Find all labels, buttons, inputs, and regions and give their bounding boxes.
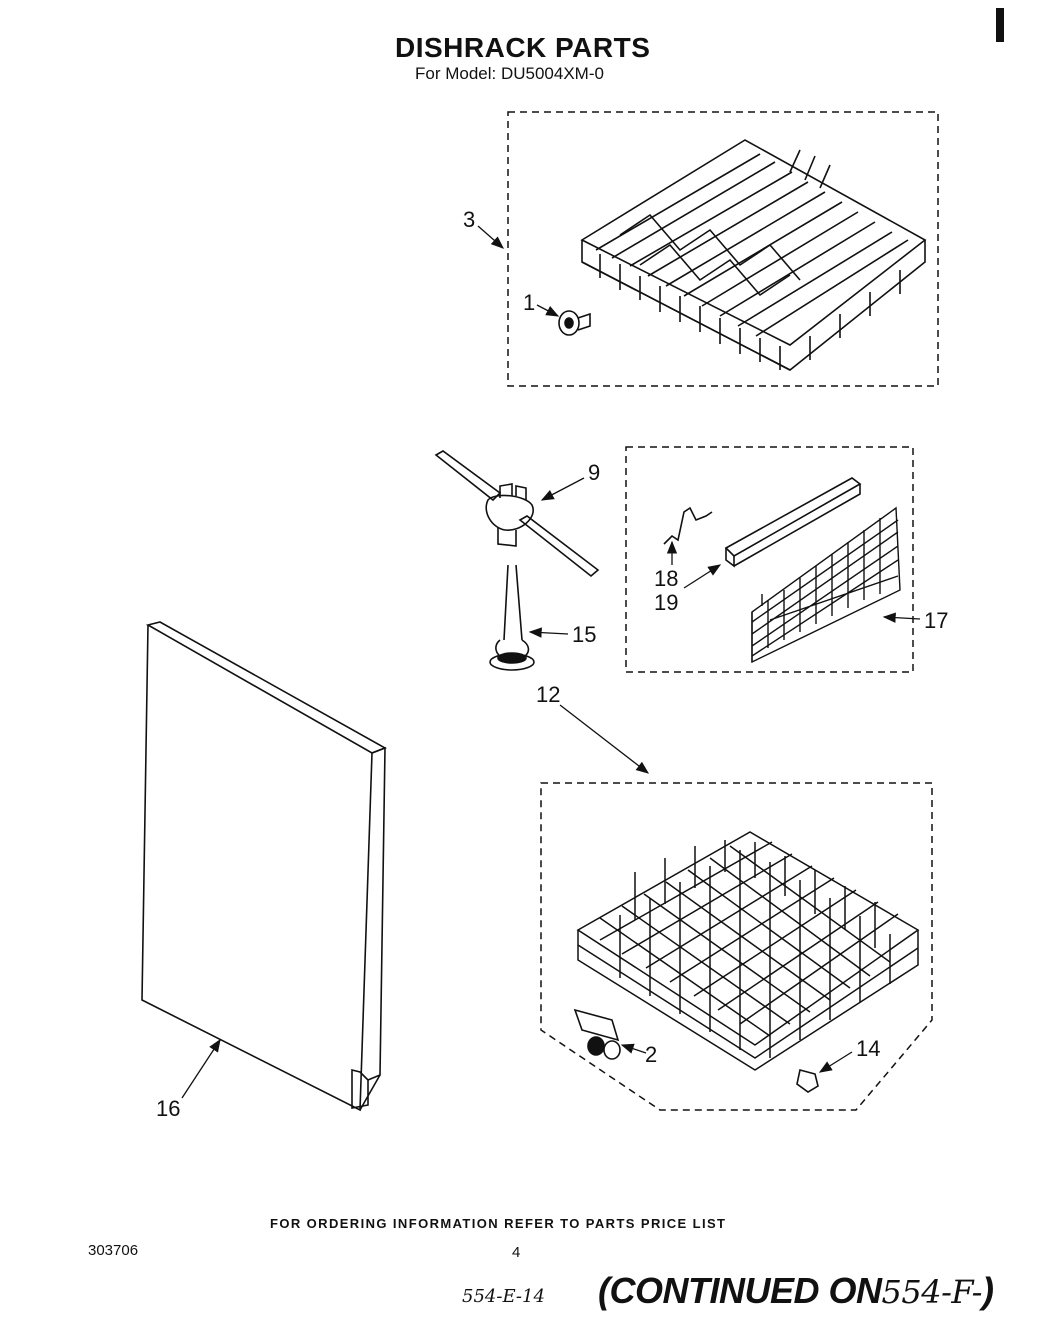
corner-mark — [996, 8, 1004, 42]
page-number: 4 — [512, 1244, 521, 1261]
lower-rack-roller-part-2 — [573, 1008, 621, 1060]
callout-14-leader — [818, 1051, 853, 1073]
spray-arm-hub — [485, 494, 534, 531]
callout-3-leader — [477, 225, 504, 249]
handwritten-note: 554-E-14 — [462, 1286, 545, 1307]
callout-label-18: 18 — [654, 566, 679, 591]
model-subtitle: For Model: DU5004XM-0 — [415, 64, 604, 83]
callout-15-leader — [528, 627, 569, 638]
continued-suffix: ) — [981, 1270, 994, 1311]
rack-roller-part-1 — [558, 310, 591, 336]
callout-9-leader — [540, 477, 585, 501]
callout-label-3: 3 — [463, 207, 476, 232]
callout-1-leader — [536, 304, 560, 317]
filter-bar-part-19 — [724, 477, 862, 568]
filter-dashed-box — [625, 446, 914, 673]
filter-clip-part-18 — [663, 506, 713, 545]
callout-label-2: 2 — [645, 1042, 658, 1067]
callout-label-17: 17 — [924, 608, 949, 633]
door-panel-part-16 — [141, 621, 387, 1112]
callout-17-leader — [882, 612, 921, 623]
filter-screen-part-17 — [751, 506, 901, 664]
callout-12-leader — [559, 704, 650, 774]
upper-rack-drawing — [580, 139, 927, 371]
callout-label-12: 12 — [536, 682, 561, 707]
continued-note: (CONTINUED ON554-F-) — [598, 1270, 994, 1312]
lower-rack-dashed-box — [540, 782, 933, 1111]
lower-rack-drawing — [576, 831, 920, 1071]
callout-19-leader — [683, 564, 722, 589]
callout-label-14: 14 — [856, 1036, 881, 1061]
callout-16-leader — [181, 1038, 221, 1099]
callout-label-9: 9 — [588, 460, 601, 485]
page-title: DISHRACK PARTS — [395, 32, 651, 63]
callout-label-1: 1 — [523, 290, 536, 315]
upper-rack-group — [477, 111, 939, 387]
callout-label-19: 19 — [654, 590, 679, 615]
callout-2-leader — [620, 1043, 647, 1054]
continued-prefix: (CONTINUED ON — [598, 1270, 882, 1311]
spray-tube-part-15 — [489, 564, 535, 671]
document-number: 303706 — [88, 1242, 139, 1259]
continued-reference: 554-F- — [881, 1273, 983, 1311]
filter-group — [625, 446, 921, 673]
callout-label-16: 16 — [156, 1096, 181, 1121]
rack-bumper-part-14 — [796, 1069, 819, 1093]
ordering-note: FOR ORDERING INFORMATION REFER TO PARTS … — [270, 1216, 727, 1231]
spray-arm-right-blade — [518, 515, 600, 578]
upper-rack-dashed-box — [507, 111, 939, 387]
spray-arm-group — [434, 450, 600, 578]
lower-rack-group — [540, 704, 933, 1111]
callout-label-15: 15 — [572, 622, 597, 647]
spray-arm-left-blade — [434, 450, 502, 502]
